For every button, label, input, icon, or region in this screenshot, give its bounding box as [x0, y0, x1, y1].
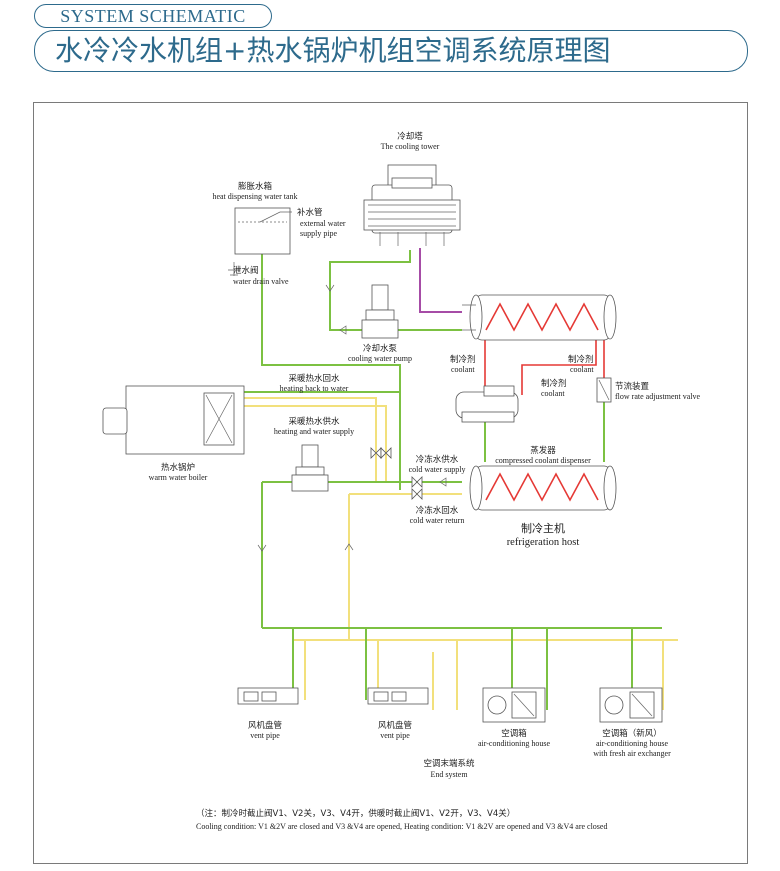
- cold-supply-label: 冷冻水供水: [416, 454, 459, 465]
- heating-supply-label: 采暖热水供水: [288, 416, 340, 427]
- throttle-label-en: flow rate adjustment valve: [615, 392, 701, 401]
- throttle-label: 节流装置: [615, 381, 650, 392]
- flow-arrow-2: [339, 325, 347, 335]
- fcu1-label: 风机盘管: [248, 720, 282, 731]
- flow-arrow-4: [344, 543, 354, 551]
- evaporator-label: 蒸发器: [530, 445, 556, 456]
- drain-valve-label: 泄水阀: [233, 265, 259, 276]
- chilled-water-pump: [291, 444, 329, 492]
- ahu1-label-en: air-conditioning house: [478, 739, 550, 748]
- fan-coil-unit-2: [367, 687, 429, 705]
- valve-v2: [380, 447, 392, 459]
- air-handling-unit-1: [482, 687, 546, 723]
- heating-back-label: 采暖热水回水: [288, 373, 340, 384]
- refrigeration-host-label-en: refrigeration host: [507, 537, 580, 548]
- makeup-pipe-label: 补水管: [297, 207, 323, 218]
- compressor: [455, 385, 519, 423]
- end-system-label: 空调末端系统: [423, 758, 475, 769]
- air-handling-unit-2: [599, 687, 663, 723]
- drain-valve-label-en: water drain valve: [233, 277, 289, 286]
- ahu2-label-en2: with fresh air exchanger: [593, 749, 671, 758]
- heating-back-label-en: heating back to water: [280, 384, 349, 393]
- cooling-pump-label-en: cooling water pump: [348, 354, 412, 363]
- flow-arrow-3: [257, 544, 267, 552]
- diagram-frame: [33, 102, 748, 864]
- cooling-tower: [363, 164, 461, 246]
- end-system-label-en: End system: [430, 770, 468, 779]
- expansion-tank-label: 膨胀水箱: [238, 181, 273, 192]
- valve-v3: [411, 476, 423, 488]
- heating-back-pipe-y: [243, 397, 377, 482]
- cooling-tower-label-en: The cooling tower: [381, 142, 440, 151]
- coolant-mid-label-en: coolant: [541, 389, 565, 398]
- page-title: 水冷冷水机组+热水锅炉机组空调系统原理图: [55, 34, 611, 67]
- cooling-pump-label: 冷却水泵: [363, 343, 398, 354]
- makeup-pipe-label-en1: external water: [300, 219, 346, 228]
- note-en: Cooling condition: V1 &2V are closed and…: [196, 822, 607, 831]
- cooling-water-pipe: [329, 250, 411, 331]
- fcu2-label-en: vent pipe: [380, 731, 410, 740]
- refrigerant-line-mid: [521, 340, 597, 395]
- note-cn: （注：制冷时截止阀V1、V2关，V3、V4开，供暖时截止阀V1、V2开，V3、V…: [196, 808, 515, 819]
- condenser-coil: [485, 302, 599, 332]
- coolant-left-label-en: coolant: [451, 365, 475, 374]
- evaporator-label-en: compressed coolant dispenser: [495, 456, 591, 465]
- makeup-pipe-label-en2: supply pipe: [300, 229, 338, 238]
- flow-arrow-5: [439, 477, 447, 487]
- heating-supply-label-en: heating and water supply: [274, 427, 354, 436]
- coolant-left-label: 制冷剂: [450, 354, 476, 365]
- refrigeration-host-label: 制冷主机: [521, 521, 565, 535]
- ahu1-label: 空调箱: [501, 728, 527, 739]
- evaporator: [469, 465, 617, 511]
- coolant-mid-label: 制冷剂: [541, 378, 567, 389]
- fcu2-label: 风机盘管: [378, 720, 412, 731]
- expansion-tank-label-en: heat dispensing water tank: [212, 192, 297, 201]
- heating-supply-pipe: [243, 405, 387, 482]
- boiler-label-en: warm water boiler: [149, 473, 208, 482]
- cold-return-label: 冷冻水回水: [416, 505, 459, 516]
- valve-v4: [411, 488, 423, 500]
- cooling-water-pump: [361, 284, 399, 339]
- schematic-tag: SYSTEM SCHEMATIC: [34, 4, 272, 28]
- ahu2-label: 空调箱（新风）: [602, 728, 662, 739]
- cooling-tower-label: 冷却塔: [397, 131, 423, 142]
- fan-coil-unit-1: [237, 687, 299, 705]
- cold-supply-label-en: cold water supply: [409, 465, 466, 474]
- title-banner: 水冷冷水机组+热水锅炉机组空调系统原理图: [34, 30, 748, 72]
- coolant-right-label: 制冷剂: [568, 354, 594, 365]
- boiler-label: 热水锅炉: [161, 462, 195, 473]
- throttle-valve: [596, 377, 612, 403]
- warm-water-boiler: [102, 385, 245, 455]
- ahu2-label-en1: air-conditioning house: [596, 739, 668, 748]
- coolant-right-label-en: coolant: [570, 365, 594, 374]
- flow-arrow-1: [325, 284, 335, 292]
- fcu1-label-en: vent pipe: [250, 731, 280, 740]
- evaporator-coil: [485, 472, 599, 502]
- expansion-tank: [228, 207, 292, 276]
- condenser: [462, 294, 617, 341]
- cold-return-label-en: cold water return: [410, 516, 465, 525]
- cooling-water-return-pipe: [419, 248, 462, 313]
- expansion-tank-line: [261, 235, 401, 490]
